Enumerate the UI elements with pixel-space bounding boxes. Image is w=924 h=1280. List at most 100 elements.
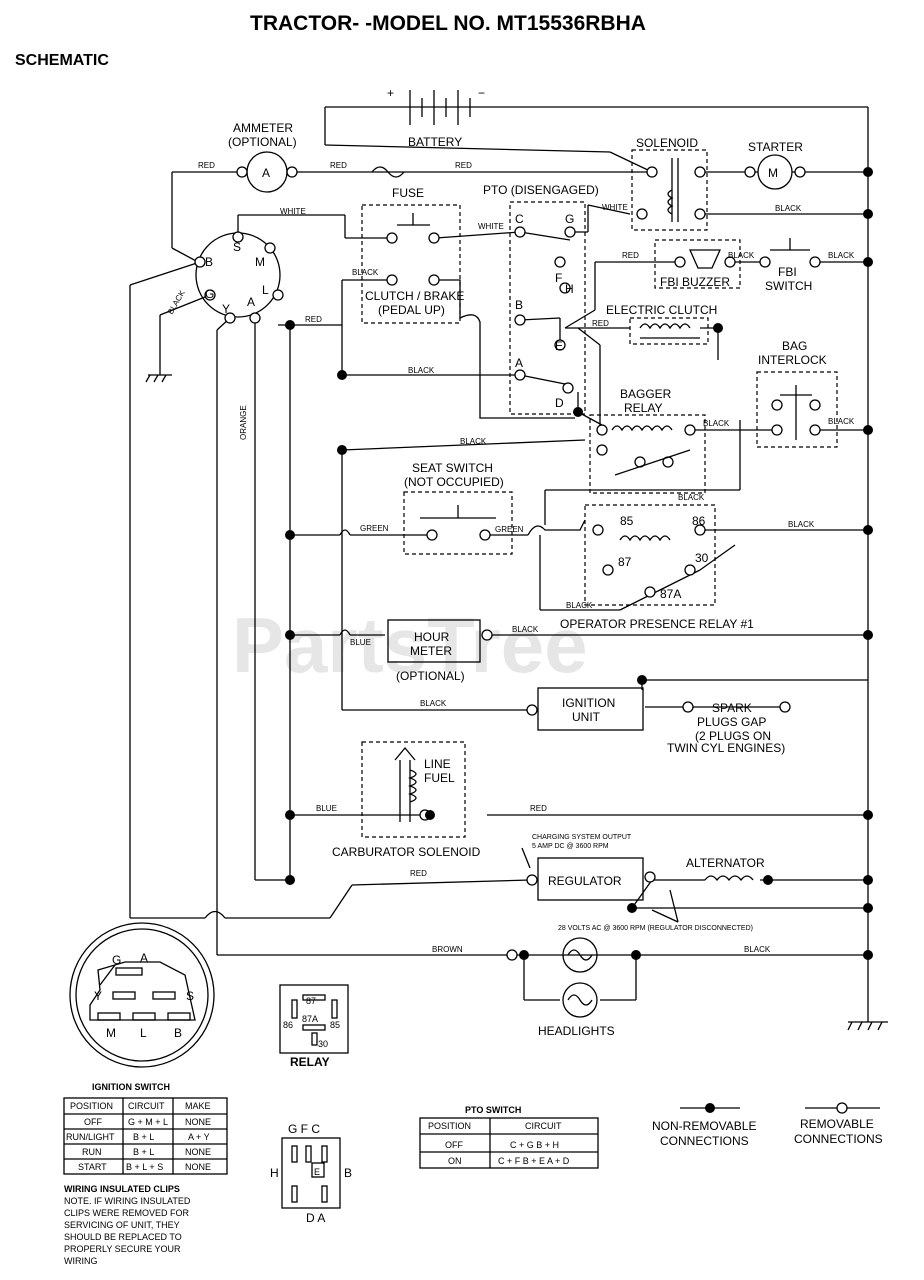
pedal-up-label: (PEDAL UP) [378, 303, 445, 317]
wire-green-2: GREEN [495, 525, 524, 534]
starter-m: M [768, 166, 778, 180]
hour-meter-optional: (OPTIONAL) [396, 669, 465, 683]
note-line-1: NOTE. IF WIRING INSULATED [64, 1196, 191, 1206]
bag-interlock: BAG INTERLOCK BLACK [756, 339, 855, 448]
fbi-switch-label-1: FBI [778, 265, 797, 279]
ignition-connector-drawing: A G Y S M L B [69, 922, 215, 1068]
spark-label-3: (2 PLUGS ON [695, 729, 771, 743]
ign-row-2-make: NONE [185, 1147, 211, 1157]
wire-black-ign: BLACK [420, 699, 447, 708]
ign-row-3-circ: B + L + S [126, 1162, 163, 1172]
starter: M STARTER BLACK [744, 140, 806, 213]
charging-label-2: 5 AMP DC @ 3600 RPM [532, 843, 609, 850]
ignition-unit: IGNITION UNIT SPARK PLUGS GAP (2 PLUGS O… [420, 687, 791, 755]
conn-label-s: S [186, 989, 194, 1003]
pto-row-0-circ: C + G B + H [510, 1140, 559, 1150]
fuel-line-label-2: LINE [424, 757, 451, 771]
wire-red-3: RED [455, 161, 472, 170]
conn-label-g: G [112, 953, 121, 967]
fbi-switch-label-2: SWITCH [765, 279, 812, 293]
note-line-2: CLIPS WERE REMOVED FOR [64, 1208, 190, 1218]
seat-switch: SEAT SWITCH (NOT OCCUPIED) GREEN GREEN B… [360, 461, 815, 555]
relay-legend-86: 86 [283, 1020, 293, 1030]
op-relay-label: OPERATOR PRESENCE RELAY #1 [560, 617, 754, 631]
pto-terminal-c: C [515, 212, 524, 226]
ign-terminal-m: M [255, 255, 265, 269]
wire-red-reg: RED [410, 869, 427, 878]
starter-label: STARTER [748, 140, 803, 154]
pto-label: PTO (DISENGAGED) [483, 183, 599, 197]
pto-conn-top: G F C [288, 1122, 320, 1136]
pto-terminal-f: F [555, 271, 562, 285]
ignition-switch-symbol: S M B L G Y A WHITE RED BLACK ORANGE [166, 207, 322, 440]
wire-red-carb: RED [530, 804, 547, 813]
wire-black-bagger2: BLACK [460, 437, 487, 446]
legend-removable-2: CONNECTIONS [794, 1132, 883, 1146]
wire-green-1: GREEN [360, 524, 389, 533]
fuse-clutch-brake: FUSE CLUTCH / BRAKE (PEDAL UP) BLACK WHI… [352, 186, 504, 324]
ignition-switch-table: IGNITION SWITCH POSITION CIRCUIT MAKE OF… [63, 1082, 228, 1175]
ign-terminal-s: S [233, 240, 241, 254]
wire-red-l: RED [305, 315, 322, 324]
pto-switch: C G F H B E A D PTO (DISENGAGED) BLACK [408, 183, 599, 415]
ign-terminal-l: L [262, 283, 269, 297]
hour-meter-label-1: HOUR [414, 630, 450, 644]
bagger-relay-label-1: BAGGER [620, 387, 672, 401]
relay-legend-label: RELAY [290, 1055, 330, 1069]
ign-th-circuit: CIRCUIT [128, 1101, 165, 1111]
note-line-3: SERVICING OF UNIT, THEY [64, 1220, 180, 1230]
relay-legend: 87 87A 86 85 30 RELAY [279, 984, 349, 1069]
legend-nonremovable-2: CONNECTIONS [660, 1134, 749, 1148]
pto-row-0-pos: OFF [445, 1140, 463, 1150]
ign-terminal-b: B [205, 255, 213, 269]
ammeter-optional: (OPTIONAL) [228, 135, 297, 149]
ammeter-label: AMMETER [233, 121, 293, 135]
electric-clutch: ELECTRIC CLUTCH RED [592, 303, 717, 345]
wire-black-bagger3: BLACK [678, 493, 705, 502]
wire-white-fuse: WHITE [478, 222, 504, 231]
wire-red-buzzer: RED [622, 251, 639, 260]
pto-conn-bottom: D A [306, 1211, 325, 1225]
wire-black-head: BLACK [744, 945, 771, 954]
pto-terminal-b: B [515, 298, 523, 312]
pto-terminal-h: H [565, 282, 574, 296]
ign-row-3-make: NONE [185, 1162, 211, 1172]
ign-row-0-circ: G + M + L [128, 1117, 168, 1127]
pto-table-title: PTO SWITCH [465, 1105, 521, 1115]
wire-black-hour: BLACK [512, 625, 539, 634]
hour-meter: HOUR METER (OPTIONAL) BLUE BLACK [350, 619, 539, 683]
conn-label-l: L [140, 1026, 147, 1040]
wire-black-ground: BLACK [166, 288, 187, 316]
solenoid-label: SOLENOID [636, 136, 698, 150]
bag-interlock-label-1: BAG [782, 339, 807, 353]
wire-black-cb: BLACK [352, 268, 379, 277]
ignition-unit-label-2: UNIT [572, 710, 601, 724]
wire-white-pto: WHITE [602, 203, 628, 212]
relay-terminal-87: 87 [618, 555, 632, 569]
solenoid: SOLENOID WHITE [602, 136, 708, 231]
diagram-title: TRACTOR- -MODEL NO. MT15536RBHA [250, 12, 646, 35]
wire-blue-carb: BLUE [316, 804, 337, 813]
wire-black-fbi: BLACK [828, 251, 855, 260]
ign-row-1-pos: RUN/LIGHT [66, 1132, 115, 1142]
wire-black-bag: BLACK [828, 417, 855, 426]
wire-black-pto: BLACK [408, 366, 435, 375]
ignition-unit-label-1: IGNITION [562, 696, 615, 710]
pto-row-1-circ: C + F B + E A + D [498, 1156, 570, 1166]
conn-label-b: B [174, 1026, 182, 1040]
charging-label-1: CHARGING SYSTEM OUTPUT [532, 834, 632, 841]
conn-label-y: Y [94, 989, 102, 1003]
ign-row-3-pos: START [78, 1162, 107, 1172]
battery: + − BATTERY [387, 86, 485, 149]
ign-row-0-make: NONE [185, 1117, 211, 1127]
regulator: REGULATOR CHARGING SYSTEM OUTPUT 5 AMP D… [410, 834, 656, 901]
ign-row-1-circ: B + L [133, 1132, 154, 1142]
ign-terminal-y: Y [222, 302, 230, 316]
relay-legend-30: 30 [318, 1039, 328, 1049]
ign-th-position: POSITION [70, 1101, 113, 1111]
fuel-line-label-1: FUEL [424, 771, 455, 785]
pto-terminal-g: G [565, 212, 574, 226]
carb-solenoid-label: CARBURATOR SOLENOID [332, 845, 481, 859]
headlights: HEADLIGHTS BROWN BLACK [432, 937, 771, 1038]
